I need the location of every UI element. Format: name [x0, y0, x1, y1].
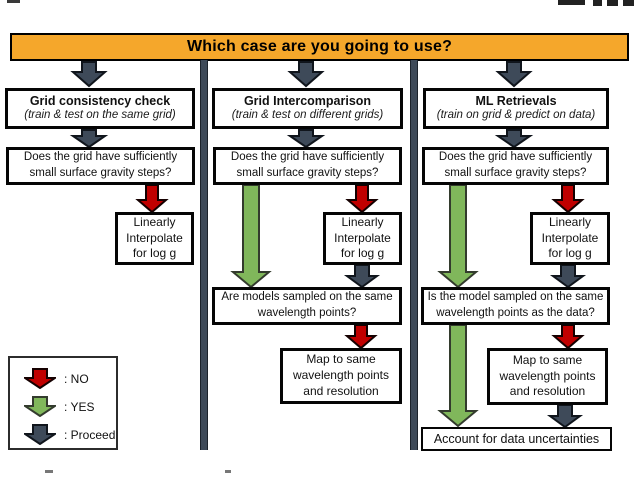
- proceed-arrow: [343, 264, 381, 289]
- map-box-col2: Map to same wavelength points and resolu…: [280, 348, 402, 404]
- question-text: Is the model sampled on the same wavelen…: [427, 291, 604, 319]
- no-arrow: [551, 184, 585, 214]
- decision-banner: Which case are you going to use?: [10, 33, 629, 61]
- proceed-arrow: [69, 129, 109, 149]
- header-grid-intercomparison: Grid Intercomparison (train & test on di…: [212, 88, 403, 129]
- decision-banner-label: Which case are you going to use?: [186, 38, 453, 55]
- legend-label: : Proceed: [64, 427, 116, 442]
- legend: : NO : YES : Proceed: [8, 356, 118, 450]
- question-wavelength-col3: Is the model sampled on the same wavelen…: [421, 287, 610, 325]
- cropped-text-artifact: [45, 470, 53, 473]
- interpolate-box-col1: Linearly Interpolate for log g: [115, 212, 194, 265]
- cropped-text-artifact: [607, 0, 618, 6]
- question-gravity-steps-col2: Does the grid have sufficiently small su…: [213, 147, 402, 185]
- cropped-text-artifact: [623, 0, 634, 6]
- column-title: ML Retrievals: [475, 93, 557, 108]
- proceed-arrow: [286, 129, 326, 149]
- interpolate-text: Linearly Interpolate for log g: [334, 215, 391, 261]
- column-divider: [200, 60, 208, 450]
- column-title: Grid Intercomparison: [243, 93, 372, 108]
- yes-arrow: [230, 184, 272, 289]
- question-text: Does the grid have sufficiently small su…: [438, 151, 593, 179]
- interpolate-text: Linearly Interpolate for log g: [126, 215, 183, 261]
- proceed-arrow-icon: [24, 424, 56, 445]
- yes-arrow: [437, 324, 479, 428]
- proceed-arrow: [70, 61, 108, 88]
- column-subtitle: (train & test on the same grid): [24, 109, 176, 122]
- legend-item-no: : NO: [24, 368, 89, 389]
- yes-arrow: [437, 184, 479, 289]
- cropped-text-artifact: [558, 0, 585, 5]
- uncertainties-box: Account for data uncertainties: [421, 427, 612, 451]
- header-ml-retrievals: ML Retrievals (train on grid & predict o…: [423, 88, 609, 129]
- cropped-text-artifact: [7, 0, 20, 3]
- proceed-arrow: [495, 61, 533, 88]
- column-divider: [410, 60, 418, 450]
- no-arrow: [551, 324, 585, 350]
- question-gravity-steps-col1: Does the grid have sufficiently small su…: [6, 147, 195, 185]
- no-arrow: [345, 184, 379, 214]
- legend-item-yes: : YES: [24, 396, 94, 417]
- interpolate-box-col3: Linearly Interpolate for log g: [530, 212, 610, 265]
- proceed-arrow: [546, 404, 584, 429]
- legend-item-proceed: : Proceed: [24, 424, 115, 445]
- yes-arrow-icon: [24, 396, 56, 417]
- cropped-text-artifact: [593, 0, 602, 6]
- legend-label: : NO: [64, 371, 89, 386]
- question-gravity-steps-col3: Does the grid have sufficiently small su…: [422, 147, 609, 185]
- header-grid-consistency-check: Grid consistency check (train & test on …: [5, 88, 195, 129]
- no-arrow-icon: [24, 368, 56, 389]
- proceed-arrow: [494, 129, 534, 149]
- column-subtitle: (train & test on different grids): [231, 109, 384, 122]
- map-box-col3: Map to same wavelength points and resolu…: [487, 348, 608, 405]
- interpolate-box-col2: Linearly Interpolate for log g: [323, 212, 402, 265]
- no-arrow: [135, 184, 169, 214]
- question-wavelength-col2: Are models sampled on the same wavelengt…: [212, 287, 402, 325]
- interpolate-text: Linearly Interpolate for log g: [541, 215, 599, 261]
- map-text: Map to same wavelength points and resolu…: [292, 352, 390, 398]
- question-text: Does the grid have sufficiently small su…: [23, 151, 178, 179]
- question-text: Are models sampled on the same wavelengt…: [221, 291, 393, 319]
- map-text: Map to same wavelength points and resolu…: [499, 352, 596, 399]
- column-subtitle: (train on grid & predict on data): [436, 109, 596, 122]
- legend-label: : YES: [64, 399, 95, 414]
- proceed-arrow: [287, 61, 325, 88]
- no-arrow: [344, 324, 378, 350]
- cropped-text-artifact: [225, 470, 231, 473]
- column-title: Grid consistency check: [29, 93, 171, 108]
- uncertainties-text: Account for data uncertainties: [433, 431, 600, 446]
- question-text: Does the grid have sufficiently small su…: [230, 151, 385, 179]
- proceed-arrow: [549, 264, 587, 289]
